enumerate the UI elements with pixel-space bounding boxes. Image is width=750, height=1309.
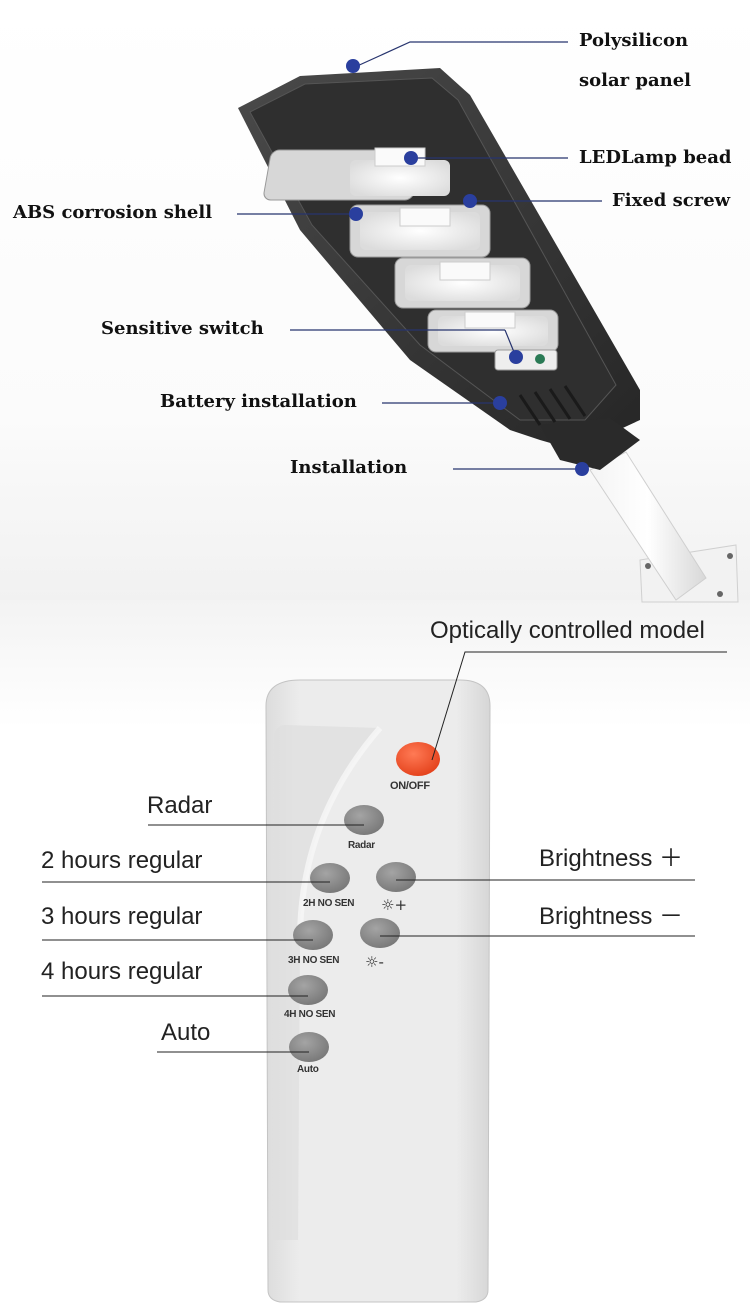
two-hours-button-text: 2H NO SEN [303,898,355,909]
led-module-2 [349,204,491,258]
brightness-minus-label: Brightness － [539,903,684,930]
auto-button-text: Auto [297,1064,319,1075]
solar-panel-label-line1: Polysilicon [579,30,689,51]
remote-body [265,679,491,1303]
radar-button-text: Radar [348,840,375,851]
installation-label: Installation [290,457,408,478]
led-module-3 [394,257,531,309]
lamp-callout-lines [237,41,602,470]
solar-panel-label-line2: solar panel [579,70,692,91]
sensor-switch-panel [494,349,558,371]
brightness-minus-symbol: ☼- [365,953,384,971]
brightness-plus-button[interactable] [376,862,416,892]
fixed-screw-label: Fixed screw [612,190,731,211]
brightness-plus-symbol: ☼+ [381,896,408,914]
optical-model-label: Optically controlled model [430,617,705,644]
led-module-1 [263,147,450,201]
led-module-4 [427,309,559,353]
two-hours-label: 2 hours regular [41,847,203,874]
two-hours-button[interactable] [310,863,350,893]
auto-button[interactable] [289,1032,329,1062]
led-bead-label: LEDLamp bead [579,147,732,168]
brightness-plus-label: Brightness ＋ [539,845,684,872]
remote-callout-lines [42,651,727,1053]
auto-label: Auto [161,1019,211,1046]
mounting-pole [589,451,739,603]
brightness-minus-button[interactable] [360,918,400,948]
radar-button[interactable] [344,805,384,835]
four-hours-label: 4 hours regular [41,958,203,985]
three-hours-button-text: 3H NO SEN [288,955,340,966]
sensitive-switch-label: Sensitive switch [101,318,264,339]
three-hours-label: 3 hours regular [41,903,203,930]
radar-label: Radar [147,792,213,819]
on-off-button-text: ON/OFF [390,780,430,792]
abs-shell-label: ABS corrosion shell [13,202,213,223]
on-off-button[interactable] [396,742,440,776]
battery-installation-label: Battery installation [160,391,357,412]
lamp-callout-dots [346,59,589,476]
three-hours-button[interactable] [293,920,333,950]
four-hours-button[interactable] [288,975,328,1005]
four-hours-button-text: 4H NO SEN [284,1009,336,1020]
